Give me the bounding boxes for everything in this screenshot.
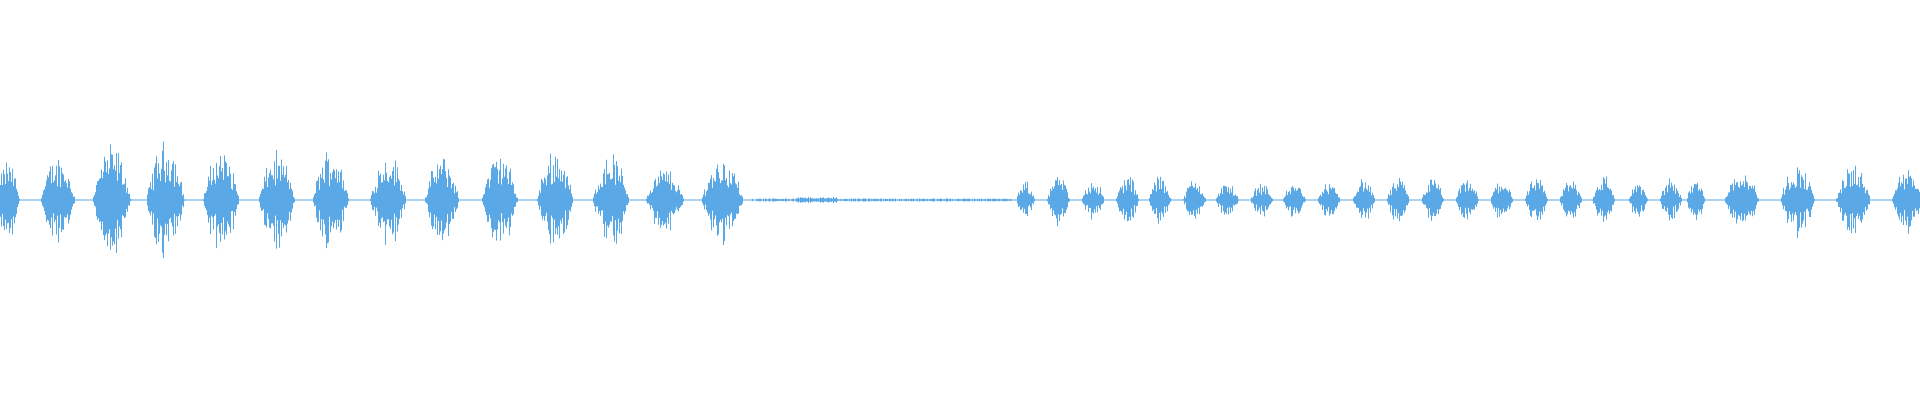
waveform-burst <box>1250 183 1273 217</box>
waveform-burst <box>146 141 185 259</box>
waveform-burst <box>1592 176 1615 222</box>
waveform-burst <box>1047 177 1070 227</box>
waveform-burst <box>1421 179 1444 221</box>
waveform-burst <box>1629 185 1648 217</box>
waveform-quiet-segment <box>752 197 1013 203</box>
waveform-burst <box>1016 181 1035 216</box>
waveform-burst <box>0 162 20 235</box>
waveform-burst <box>1892 170 1920 234</box>
waveform-samples <box>0 141 1920 259</box>
waveform-burst <box>1659 178 1682 221</box>
waveform-burst <box>203 155 240 249</box>
waveform-burst <box>313 152 349 249</box>
waveform-burst <box>537 153 574 244</box>
waveform-burst <box>1686 182 1705 221</box>
waveform-burst <box>41 160 75 243</box>
waveform-burst <box>1780 167 1815 238</box>
waveform-burst <box>1352 179 1375 219</box>
waveform-burst <box>1836 165 1871 234</box>
waveform-burst <box>1081 183 1104 220</box>
waveform-burst <box>1283 186 1306 217</box>
waveform-burst <box>481 158 518 241</box>
waveform-burst <box>1490 183 1513 218</box>
waveform-burst <box>425 158 459 241</box>
waveform-burst <box>1525 179 1548 221</box>
waveform-burst <box>1116 177 1139 222</box>
waveform-burst <box>1456 180 1479 220</box>
waveform-burst <box>1318 184 1341 216</box>
waveform-burst <box>1560 181 1583 218</box>
waveform-burst <box>1183 181 1206 219</box>
waveform-burst <box>646 170 684 231</box>
waveform-burst <box>259 150 295 249</box>
waveform-burst <box>1216 185 1239 215</box>
waveform-burst <box>1149 176 1172 224</box>
waveform-burst <box>93 144 131 253</box>
waveform-burst <box>701 164 744 246</box>
waveform-burst <box>370 160 407 245</box>
waveform-burst <box>1387 178 1410 222</box>
waveform-burst <box>593 154 629 244</box>
waveform-burst <box>1725 175 1759 224</box>
